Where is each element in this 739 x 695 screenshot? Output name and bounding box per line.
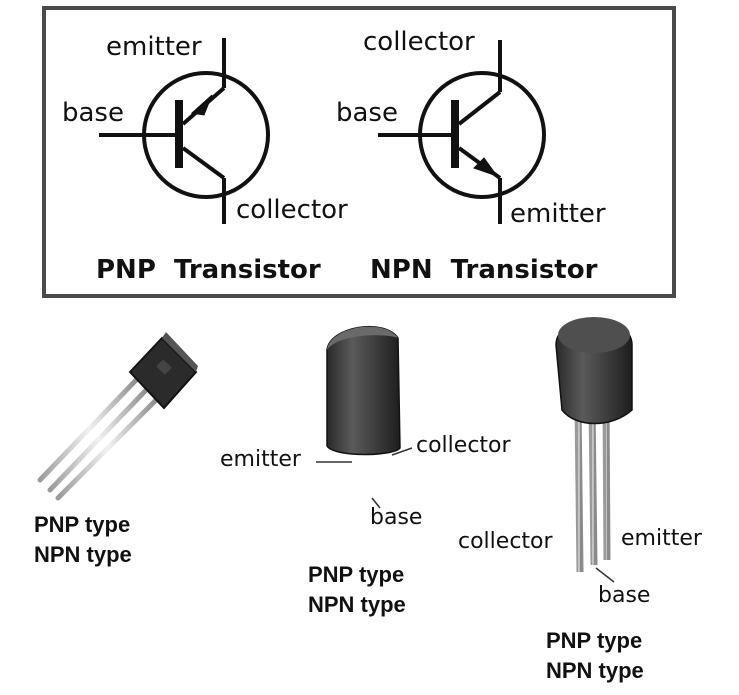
npn-base-label: base (336, 98, 398, 128)
package-2-collector-label: collector (416, 433, 511, 458)
package-2-type-line2: NPN type (308, 592, 406, 617)
npn-caption: NPN Transistor (370, 255, 598, 285)
package-2-base-label: base (370, 505, 422, 530)
pnp-collector-label: collector (236, 195, 348, 225)
npn-symbol (378, 40, 546, 224)
package-3-emitter-label: emitter (621, 526, 703, 551)
package-3-collector-label: collector (458, 529, 553, 554)
pnp-symbol (99, 38, 270, 224)
package-3-type-line1: PNP type (546, 628, 642, 653)
package-3-type-line2: NPN type (546, 658, 644, 683)
npn-emitter-label: emitter (510, 199, 606, 229)
package-1-type-line2: NPN type (34, 542, 132, 567)
package-1-illustration (37, 332, 198, 501)
package-2-type-line1: PNP type (308, 562, 404, 587)
package-1-type-line1: PNP type (34, 512, 130, 537)
symbol-frame (42, 6, 676, 298)
pnp-base-label: base (62, 98, 124, 128)
npn-collector-label: collector (363, 27, 475, 57)
package-3-illustration (555, 317, 633, 583)
pnp-emitter-label: emitter (106, 32, 202, 62)
package-2-illustration (316, 325, 413, 509)
pnp-caption: PNP Transistor (96, 255, 321, 285)
package-3-base-label: base (598, 583, 650, 608)
package-2-emitter-label: emitter (220, 447, 302, 472)
